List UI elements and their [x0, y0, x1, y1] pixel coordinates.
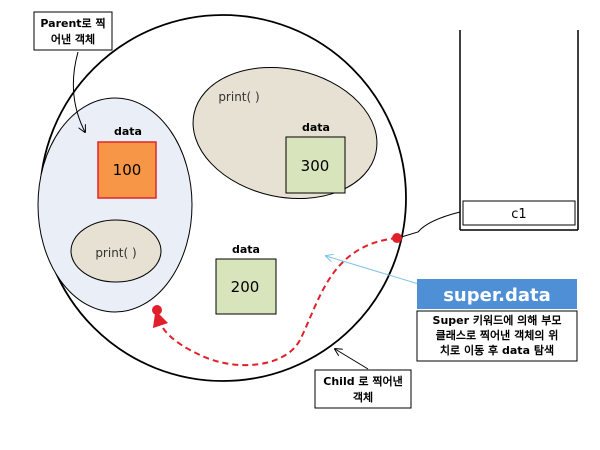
parent-callout-arrow	[72, 51, 85, 132]
child-method-label: print( )	[218, 90, 259, 104]
stack-variable-slot	[462, 200, 576, 226]
path-start-dot	[392, 233, 402, 243]
super-desc-line3: 치로 이동 후 data 탐색	[440, 343, 554, 357]
child-data-value-b: 200	[231, 278, 260, 296]
child-data-value-a: 300	[301, 157, 330, 175]
parent-callout-box	[33, 11, 113, 51]
child-callout-arrow	[335, 349, 369, 370]
super-data-title: super.data	[443, 285, 551, 306]
parent-method-ellipse	[70, 219, 162, 283]
path-end-dot	[152, 305, 162, 315]
child-data-box-b	[215, 258, 277, 315]
child-callout-line2: 객체	[353, 390, 373, 404]
parent-callout-line1: Parent로 찍	[40, 16, 105, 30]
child-data-box-a	[285, 136, 346, 194]
parent-data-box	[97, 141, 157, 199]
parent-method-label: print( )	[95, 246, 136, 260]
parent-data-label: data	[114, 125, 142, 138]
reference-line	[397, 211, 461, 239]
child-callout-line1: Child 로 찍어낸	[323, 374, 402, 388]
child-data-label-b: data	[232, 243, 260, 256]
child-callout-box	[314, 369, 412, 409]
super-desc-line1: Super 키워드에 의해 부모	[433, 313, 562, 327]
parent-data-value: 100	[113, 161, 142, 179]
super-desc-line2: 클래스로 찍어낸 객체의 위	[436, 328, 559, 342]
parent-callout-line2: 어낸 객체	[51, 32, 95, 46]
super-data-banner	[417, 279, 577, 309]
child-data-label-a: data	[302, 121, 330, 134]
super-lookup-path	[152, 237, 398, 367]
super-desc-box	[416, 310, 578, 362]
stack-variable-label: c1	[511, 207, 526, 222]
